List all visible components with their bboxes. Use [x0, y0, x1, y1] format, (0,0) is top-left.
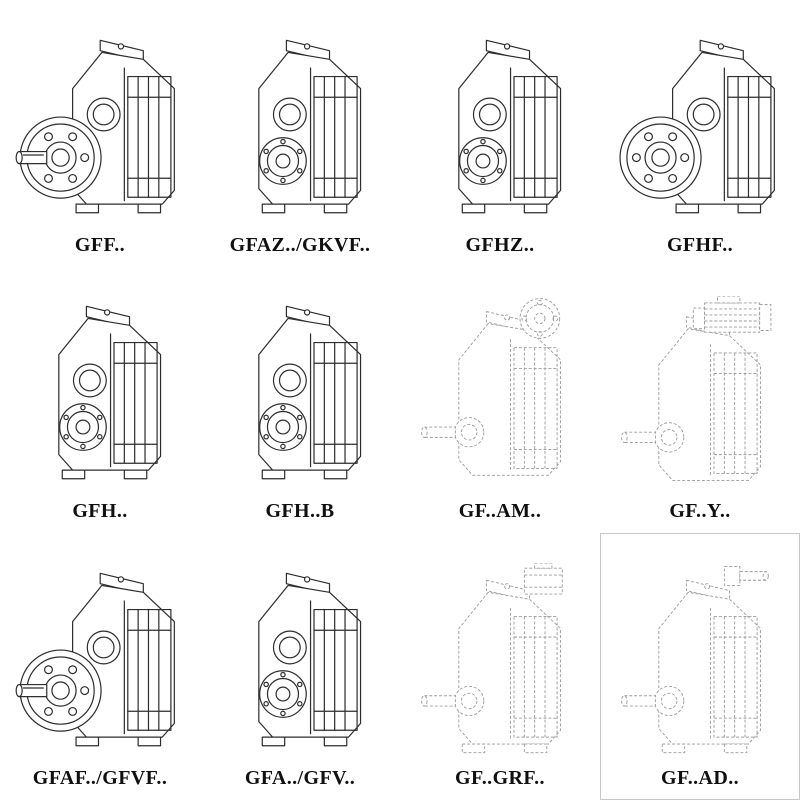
catalog-item-gf-am: GF..AM..	[400, 267, 600, 534]
model-label: GFH..B	[265, 500, 335, 523]
catalog-item-gfhz: GFHZ..	[400, 0, 600, 267]
catalog-item-gfaz-gkvf: GFAZ../GKVF..	[200, 0, 400, 267]
model-label: GFHZ..	[465, 233, 535, 256]
catalog-item-gf-y: GF..Y..	[600, 267, 800, 534]
drawing-area	[202, 537, 398, 763]
gearbox-drawing-hollow-bores	[458, 39, 561, 214]
gearbox-drawing-hollow-bores	[258, 39, 361, 214]
model-label: GFF..	[74, 233, 126, 256]
gearbox-drawing-motor-mounted	[620, 296, 772, 482]
gearbox-drawing-hollow-bores	[258, 306, 361, 480]
gearbox-drawing-hollow-bores	[258, 572, 361, 747]
model-label: GFHF..	[666, 233, 734, 256]
model-label: GFAZ../GKVF..	[229, 233, 371, 256]
drawing-area	[602, 537, 798, 763]
gearbox-drawing-flange-shaft	[15, 572, 175, 747]
drawing-area	[202, 4, 398, 230]
drawing-area	[2, 4, 198, 230]
catalog-item-gff: GFF..	[0, 0, 200, 267]
drawing-area	[402, 271, 598, 497]
drawing-area	[402, 537, 598, 763]
model-label: GFH..	[72, 500, 128, 523]
drawing-area	[202, 271, 398, 497]
model-label: GFAF../GFVF..	[32, 766, 168, 789]
catalog-item-gfhf: GFHF..	[600, 0, 800, 267]
model-label: GF..AD..	[660, 766, 740, 789]
gearbox-drawing-flange-shaft	[15, 39, 175, 214]
drawing-area	[602, 4, 798, 230]
drawing-area	[2, 537, 198, 763]
model-label: GFA../GFV..	[244, 766, 356, 789]
gearbox-drawing-input-flange	[420, 298, 561, 477]
catalog-item-gfaf-gfvf: GFAF../GFVF..	[0, 533, 200, 800]
catalog-item-gfh-b: GFH..B	[200, 267, 400, 534]
catalog-item-gfa-gfv: GFA../GFV..	[200, 533, 400, 800]
drawing-area	[402, 4, 598, 230]
model-label: GF..AM..	[458, 500, 542, 523]
catalog-item-gfh: GFH..	[0, 267, 200, 534]
model-label: GF..Y..	[669, 500, 731, 523]
catalog-item-gf-ad: GF..AD..	[600, 533, 800, 800]
gearbox-drawing-gear-adapter	[420, 562, 563, 754]
gearbox-drawing-flange-hollow	[619, 39, 775, 214]
drawing-area	[2, 271, 198, 497]
gearbox-drawing-hollow-bores	[58, 306, 161, 480]
model-label: GF..GRF..	[455, 766, 545, 789]
catalog-item-gf-grf: GF..GRF..	[400, 533, 600, 800]
drawing-area	[602, 271, 798, 497]
gearbox-drawing-input-shaft-adapter	[620, 565, 769, 754]
